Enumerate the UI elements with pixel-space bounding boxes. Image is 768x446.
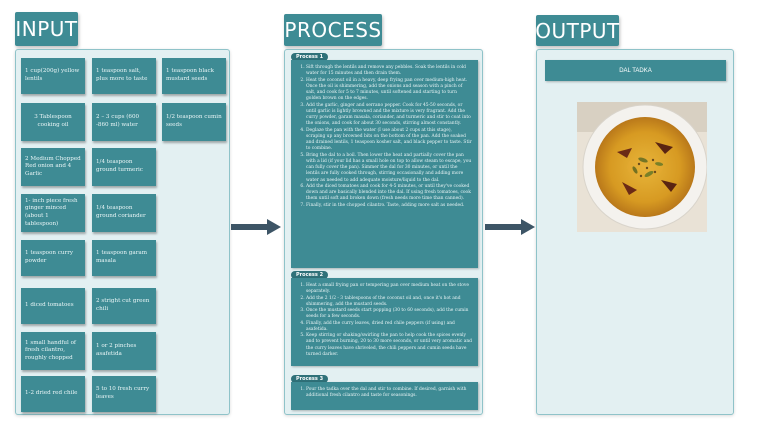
ingredient-tile: 1 diced tomatoes xyxy=(21,288,85,324)
process-step: Bring the dal to a boil. Then lower the … xyxy=(306,153,472,184)
ingredient-tile: 2 – 3 cups (600 -860 ml) water xyxy=(92,103,156,141)
output-title: OUTPUT xyxy=(536,15,619,46)
ingredient-tile: 1/2 teaspoon cumin seeds xyxy=(162,103,226,141)
process-step: Heat a small frying pan or tempering pan… xyxy=(306,283,472,296)
ingredient-tile: 1- inch piece fresh ginger minced (about… xyxy=(21,194,85,232)
process-step: Add the garlic, ginger and serrano peppe… xyxy=(306,103,472,128)
ingredient-tile: 2 Medium Chopped Red onion and 4 Garlic xyxy=(21,148,85,186)
process-step: Pour the tadka over the dal and stir to … xyxy=(306,387,472,400)
flow-arrow-right xyxy=(231,219,281,235)
process-steps: Heat a small frying pan or tempering pan… xyxy=(291,278,478,366)
process-panel: Process 1 Sift through the lentils and r… xyxy=(284,49,483,415)
process-step: Deglaze the pan with the water (I use ab… xyxy=(306,128,472,153)
ingredient-tile: 5 to 10 fresh curry leaves xyxy=(92,376,156,412)
process-steps: Sift through the lentils and remove any … xyxy=(291,60,478,268)
output-panel: DAL TADKA xyxy=(536,49,734,415)
process-title: PROCESS xyxy=(284,14,382,46)
ingredient-tile: 1-2 dried red chile xyxy=(21,376,85,412)
process-step: Once the mustard seeds start popping (30… xyxy=(306,308,472,321)
ingredient-tile: 2 stright cut green chili xyxy=(92,288,156,324)
ingredient-tile: 3 Tablespoon cooking oil xyxy=(21,103,85,141)
ingredient-tile: 1 teaspoon garam masala xyxy=(92,240,156,276)
ingredient-tile: 1 small handful of fresh cilantro, rough… xyxy=(21,332,85,370)
ingredient-tile: 1 or 2 pinches asafetida xyxy=(92,332,156,370)
dish-title: DAL TADKA xyxy=(545,60,726,81)
process-step: Sift through the lentils and remove any … xyxy=(306,65,472,78)
process-step: Heat the coconut oil in a heavy, deep fr… xyxy=(306,78,472,103)
ingredient-tile: 1 teaspoon curry powder xyxy=(21,240,85,276)
process-step: Finally, add the curry leaves, dried red… xyxy=(306,321,472,334)
flow-arrow-right xyxy=(485,219,535,235)
ingredient-tile: 1 teaspoon salt, plus more to taste xyxy=(92,58,156,94)
ingredient-tile: 1/4 teaspoon ground coriander xyxy=(92,194,156,232)
process-step: Finally, stir in the chopped cilantro. T… xyxy=(306,203,472,209)
ingredient-tile: 1/4 teaspoon ground turmeric xyxy=(92,148,156,186)
process-step: Add the diced tomatoes and cook for 4-5 … xyxy=(306,184,472,203)
process-steps: Pour the tadka over the dal and stir to … xyxy=(291,382,478,410)
ingredient-tile: 1 cup(200g) yellow lentils xyxy=(21,58,85,94)
process-step: Add the 2 1/2 - 3 tablespoons of the coc… xyxy=(306,296,472,309)
input-panel: 1 cup(200g) yellow lentils 1 teaspoon sa… xyxy=(15,49,230,415)
input-title: INPUT xyxy=(15,12,78,46)
ingredient-tile: 1 teaspoon black mustard seeds xyxy=(162,58,226,94)
dal-tadka-photo xyxy=(577,102,707,232)
process-step: Keep stirring or shaking/swirling the pa… xyxy=(306,333,472,358)
